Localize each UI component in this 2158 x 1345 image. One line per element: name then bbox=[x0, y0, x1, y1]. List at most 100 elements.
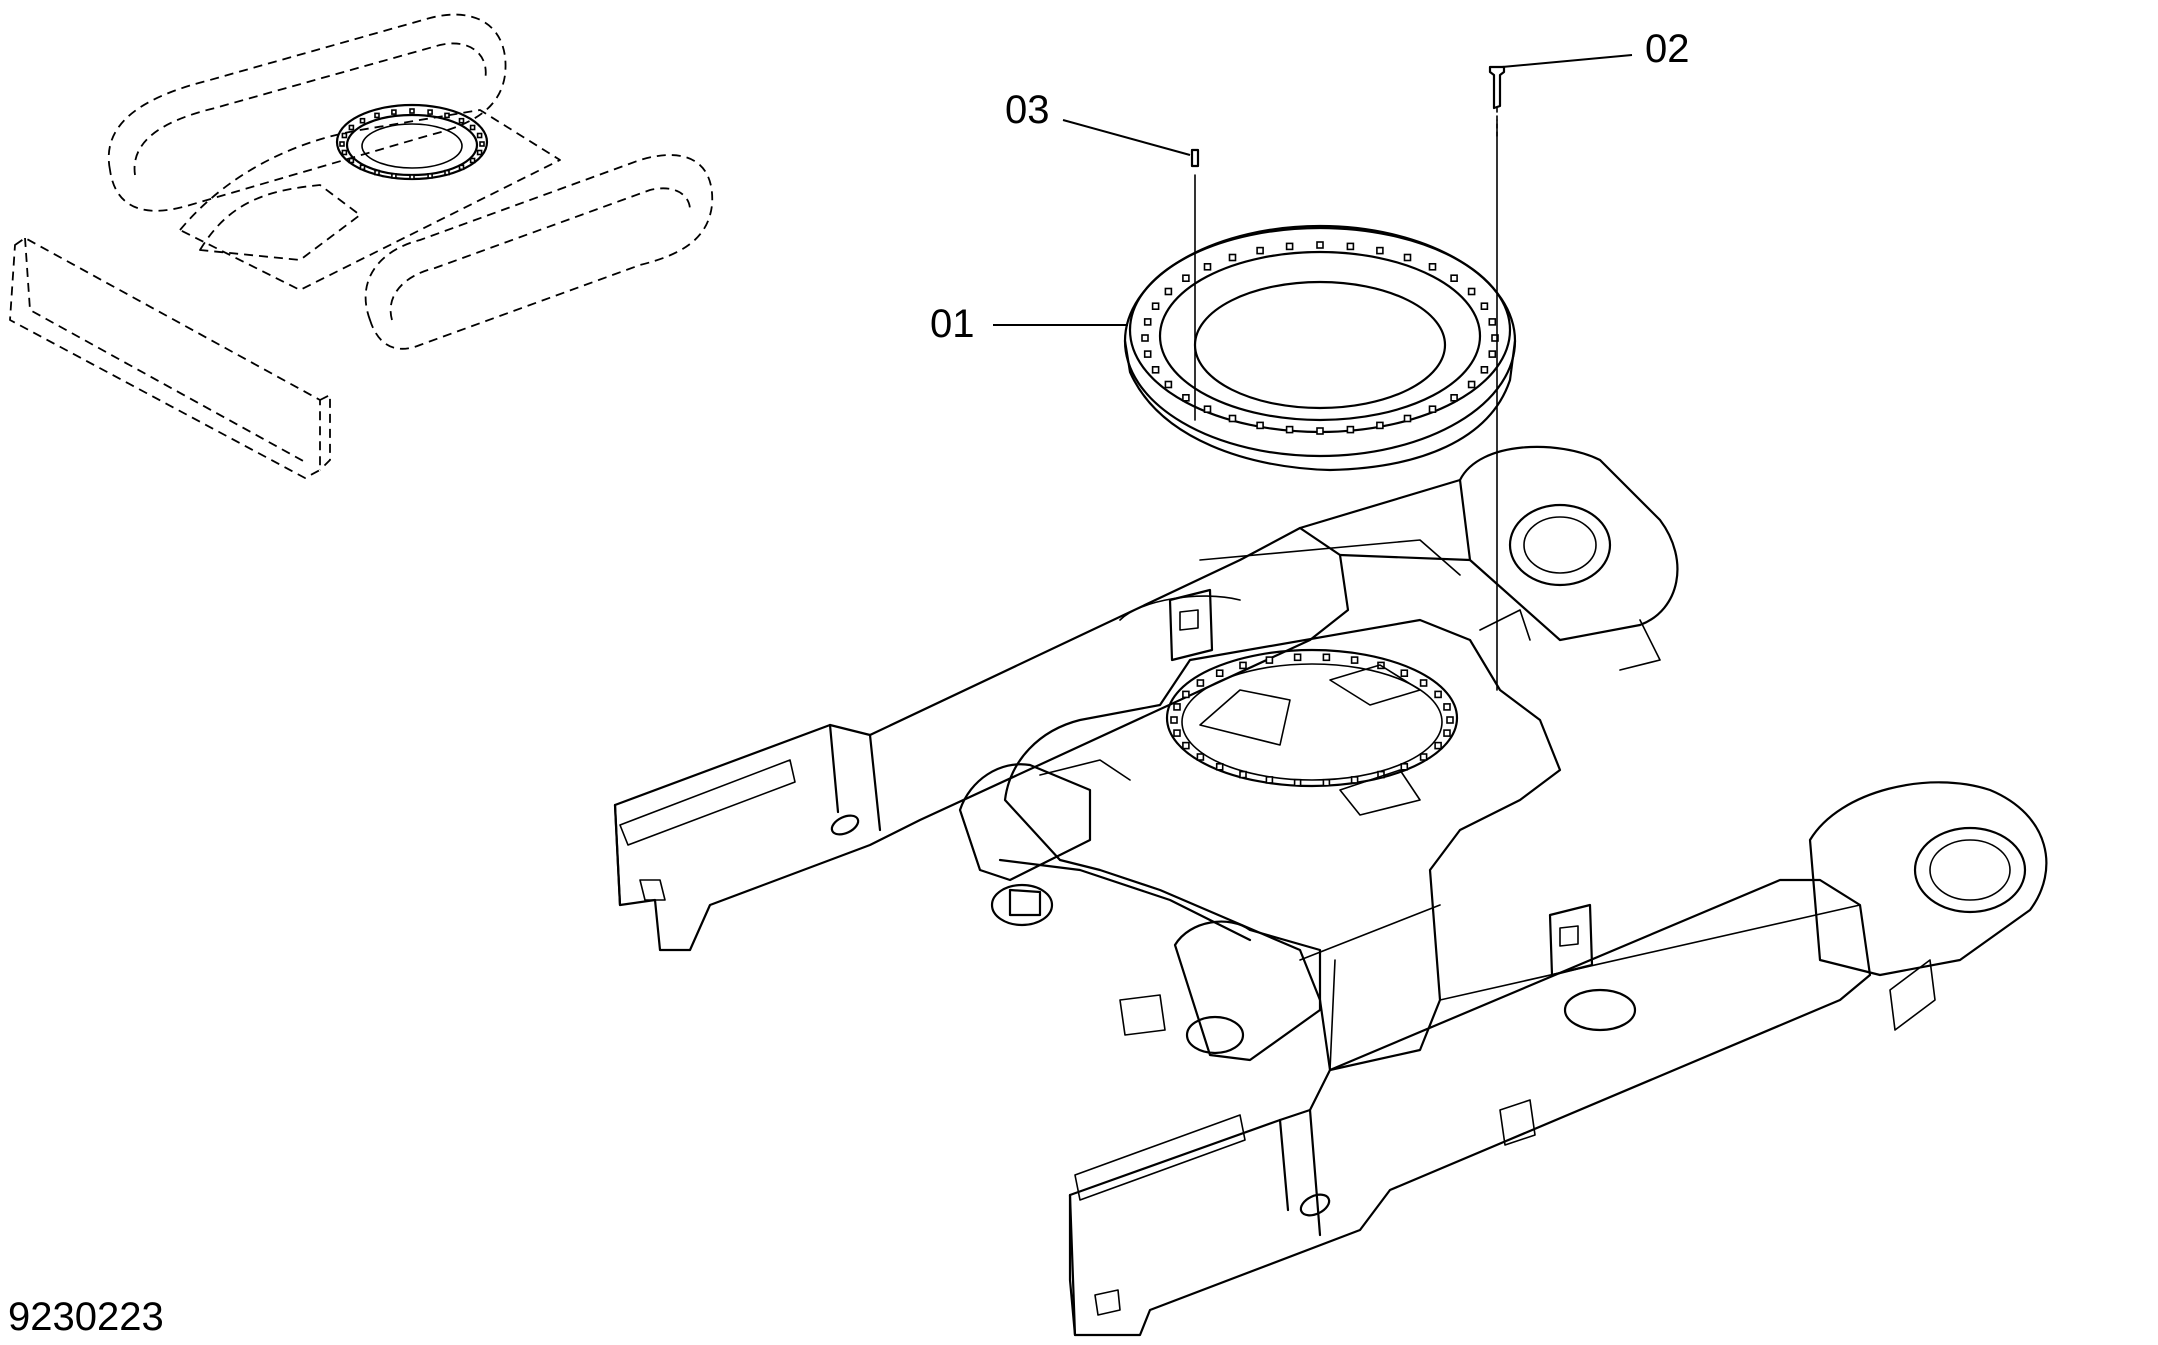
bolt-hole bbox=[1450, 274, 1458, 283]
thumbnail-bolt-hole bbox=[391, 109, 397, 115]
thumbnail-bolt-hole bbox=[444, 112, 450, 119]
bolt-hole bbox=[1285, 425, 1294, 434]
undercarriage-frame bbox=[613, 445, 2048, 1337]
bolt-hole bbox=[1316, 241, 1324, 249]
mount-bolt-hole bbox=[1443, 729, 1451, 737]
bolt-hole bbox=[1467, 287, 1476, 296]
callout-03: 03 bbox=[1005, 88, 1191, 156]
mount-bolt-hole bbox=[1443, 703, 1451, 711]
mount-bolt-hole bbox=[1446, 716, 1454, 724]
thumbnail-bolt-hole bbox=[359, 164, 366, 171]
thumbnail-bolt-hole bbox=[348, 157, 355, 164]
bolt-hole bbox=[1491, 334, 1499, 342]
bolt-hole bbox=[1164, 287, 1173, 296]
thumbnail-bolt-hole bbox=[476, 149, 483, 156]
bolt-hole bbox=[1480, 302, 1489, 311]
mount-bolt-hole bbox=[1182, 741, 1190, 750]
mount-bolt-hole bbox=[1350, 656, 1359, 664]
mount-bolt-hole bbox=[1322, 778, 1331, 787]
mount-bolt-hole bbox=[1196, 679, 1205, 687]
bolt-hole bbox=[1143, 318, 1152, 326]
bolt-hole bbox=[1256, 246, 1264, 255]
bolt-hole bbox=[1203, 405, 1212, 414]
thumbnail-bolt-hole bbox=[348, 124, 355, 131]
bolt-hole bbox=[1143, 350, 1152, 358]
bolt-hole bbox=[1182, 393, 1190, 402]
bolt-hole bbox=[1376, 246, 1384, 255]
mount-bolt-hole bbox=[1400, 762, 1409, 771]
thumbnail-bolt-hole bbox=[458, 164, 465, 171]
mount-bolt-hole bbox=[1196, 753, 1205, 761]
mount-bolt-hole bbox=[1170, 716, 1178, 724]
bolt-hole bbox=[1376, 421, 1384, 430]
thumbnail-bolt-hole bbox=[479, 141, 485, 147]
mount-bolt-hole bbox=[1322, 653, 1331, 662]
thumbnail-bolt-hole bbox=[427, 173, 433, 179]
bolt-hole bbox=[1467, 380, 1476, 389]
thumbnail-bolt-hole bbox=[391, 173, 397, 179]
mount-bolt-hole bbox=[1239, 770, 1247, 779]
bolt-hole bbox=[1256, 421, 1264, 430]
bolt-hole bbox=[1346, 425, 1355, 434]
bolt-hole bbox=[1428, 262, 1437, 271]
callout-02: 02 bbox=[1501, 27, 1690, 71]
thumbnail-bolt-hole bbox=[341, 149, 348, 156]
thumbnail-bolt-hole bbox=[341, 132, 348, 139]
mount-bolt-hole bbox=[1182, 690, 1190, 699]
bolt-hole bbox=[1450, 393, 1458, 402]
thumbnail-bolt-hole bbox=[469, 157, 476, 164]
bolt-hole bbox=[1228, 253, 1237, 262]
thumbnail-bolt-hole bbox=[374, 112, 380, 119]
callout-label-02: 02 bbox=[1645, 27, 1690, 71]
overview-thumbnail bbox=[9, 13, 714, 479]
thumbnail-bolt-hole bbox=[476, 132, 483, 139]
mount-bolt-hole bbox=[1239, 661, 1247, 670]
slewing-ring-part bbox=[1123, 224, 1517, 472]
thumbnail-bolt-hole bbox=[374, 169, 380, 176]
bolt-hole bbox=[1164, 380, 1173, 389]
thumbnail-bolt-hole bbox=[458, 117, 465, 124]
thumbnail-bolt-hole bbox=[444, 169, 450, 176]
mount-bolt-hole bbox=[1215, 669, 1224, 678]
bolt-hole bbox=[1151, 365, 1160, 374]
mount-bolt-hole bbox=[1434, 690, 1442, 699]
mount-bolt-hole bbox=[1293, 778, 1302, 787]
mount-bolt-hole bbox=[1434, 741, 1442, 750]
mount-bolt-hole bbox=[1419, 679, 1428, 687]
bolt-hole bbox=[1203, 262, 1212, 271]
mount-bolt-hole bbox=[1400, 669, 1409, 678]
mount-bolt-hole bbox=[1265, 656, 1274, 664]
mount-bolt-hole bbox=[1173, 729, 1181, 737]
mount-bolt-hole bbox=[1350, 776, 1359, 784]
bolt-hole bbox=[1403, 253, 1412, 262]
bolt-hole bbox=[1480, 365, 1489, 374]
mount-bolt-hole bbox=[1215, 762, 1224, 771]
bolt-hole bbox=[1488, 350, 1497, 358]
bolt-hole bbox=[1182, 274, 1190, 283]
thumbnail-bolt-hole bbox=[339, 141, 345, 147]
bolt-hole bbox=[1151, 302, 1160, 311]
thumbnail-bolt-hole bbox=[427, 109, 433, 115]
thumbnail-bolt-hole bbox=[409, 108, 415, 114]
mount-bolt-hole bbox=[1293, 653, 1302, 662]
bolt-hole bbox=[1141, 334, 1149, 342]
pin-part bbox=[1190, 148, 1200, 421]
bolt-hole bbox=[1316, 427, 1324, 435]
thumbnail-bolt-hole bbox=[409, 174, 415, 180]
bolt-hole bbox=[1346, 242, 1355, 251]
drawing-id: 9230223 bbox=[8, 1295, 164, 1339]
callout-label-03: 03 bbox=[1005, 88, 1050, 132]
callout-label-01: 01 bbox=[930, 302, 975, 346]
bolt-hole bbox=[1228, 414, 1237, 423]
bolt-hole bbox=[1488, 318, 1497, 326]
mount-bolt-hole bbox=[1419, 753, 1428, 761]
callout-01: 01 bbox=[930, 302, 1128, 346]
thumbnail-bolt-hole bbox=[359, 117, 366, 124]
bolt-hole bbox=[1403, 414, 1412, 423]
mount-bolt-hole bbox=[1265, 776, 1274, 784]
bolt-part bbox=[1488, 65, 1506, 691]
bolt-hole bbox=[1285, 242, 1294, 251]
thumbnail-bolt-hole bbox=[469, 124, 476, 131]
mount-bolt-hole bbox=[1173, 703, 1181, 711]
